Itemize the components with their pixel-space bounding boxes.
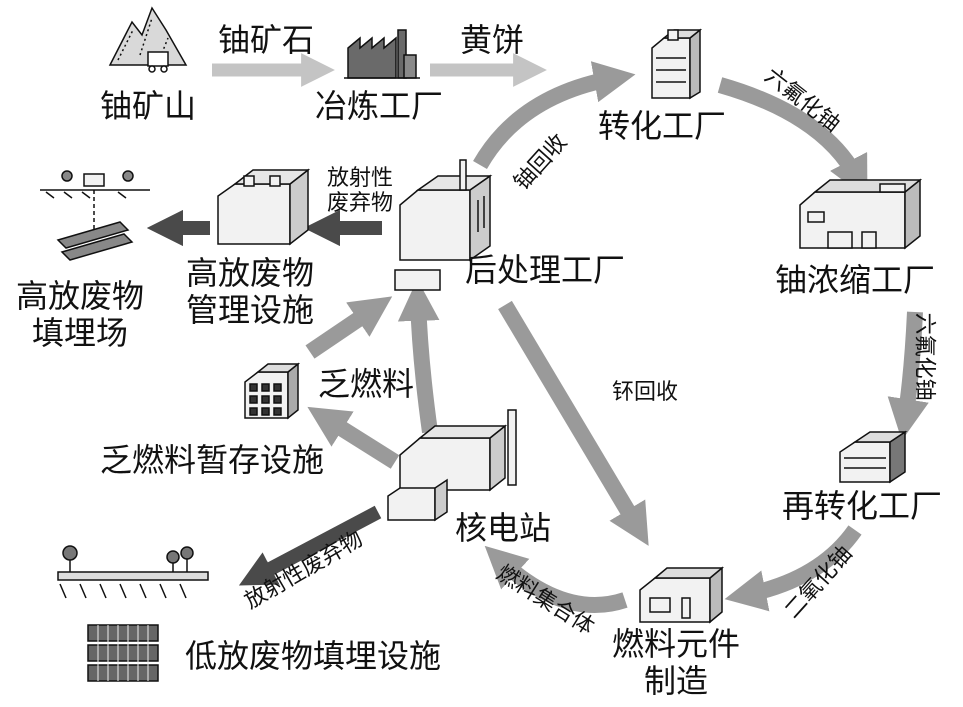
node-nuclear-plant: 核电站 [455,509,552,547]
arrow-plant-to-reprocessing [397,279,440,434]
node-hlw-disposal: 高放废物 填埋场 [10,278,150,352]
node-reprocessing: 后处理工厂 [465,251,626,289]
storage-building-icon [244,362,301,420]
flow-ore: 铀矿石 [218,21,315,59]
conversion-plant-icon [651,28,703,100]
arrow-uf6-a [717,77,868,199]
flow-yellowcake: 黄饼 [460,21,525,59]
flow-spent-fuel: 乏燃料 [318,365,415,403]
flow-rad-waste-line2: 废弃物 [326,191,393,217]
factory-icon [344,29,420,79]
node-llw-disposal: 低放废物填埋设施 [185,637,442,675]
node-reconversion: 再转化工厂 [782,487,943,525]
node-hlw-mgmt-line1: 高放废物 [185,254,314,292]
reconversion-plant-icon [839,430,908,484]
arrow-plant-to-storage [307,406,400,469]
node-hlw-disposal-line2: 填埋场 [31,313,128,352]
node-spent-storage: 乏燃料暂存设施 [100,441,325,479]
node-fuel-fab-line2: 制造 [643,661,708,700]
node-conversion: 转化工厂 [598,107,727,145]
node-hlw-disposal-line1: 高放废物 [15,277,144,315]
nuclear-plant-icon [387,409,517,522]
node-uranium-mine: 铀矿山 [100,87,197,125]
arrow-fuel-assembly [484,545,628,613]
node-enrichment: 铀浓缩工厂 [775,261,936,299]
arrow-llw-waste [238,505,382,586]
node-hlw-mgmt-line2: 管理设施 [185,290,314,329]
underground-repository-icon [40,170,150,261]
node-smelter: 冶炼工厂 [315,87,444,125]
flow-rad-waste-line1: 放射性 [326,166,393,191]
flow-arrows [146,53,929,613]
flow-uf6-b: 六氟化铀 [911,312,937,401]
flow-rad-waste-high: 放射性 废弃物 [320,166,400,217]
fuel-fabrication-icon [639,566,725,624]
hlw-facility-icon [217,168,311,246]
node-hlw-management: 高放废物 管理设施 [180,255,320,329]
node-fuel-fabrication: 燃料元件 制造 [612,626,740,700]
llw-disposal-icon [57,545,209,682]
flow-plutonium-recovery: 钚回收 [612,380,679,405]
arrow-storage-to-reprocessing [305,296,393,359]
reprocessing-plant-icon [394,159,493,291]
node-fuel-fab-line1: 燃料元件 [612,625,741,663]
arrow-uo2 [724,525,862,612]
mountain-icon [108,6,188,73]
enrichment-plant-icon [799,178,923,250]
arrow-plutonium-recovery [498,300,649,546]
arrow-uranium-recovery [473,61,636,170]
arrow-uf6-b [887,311,929,441]
